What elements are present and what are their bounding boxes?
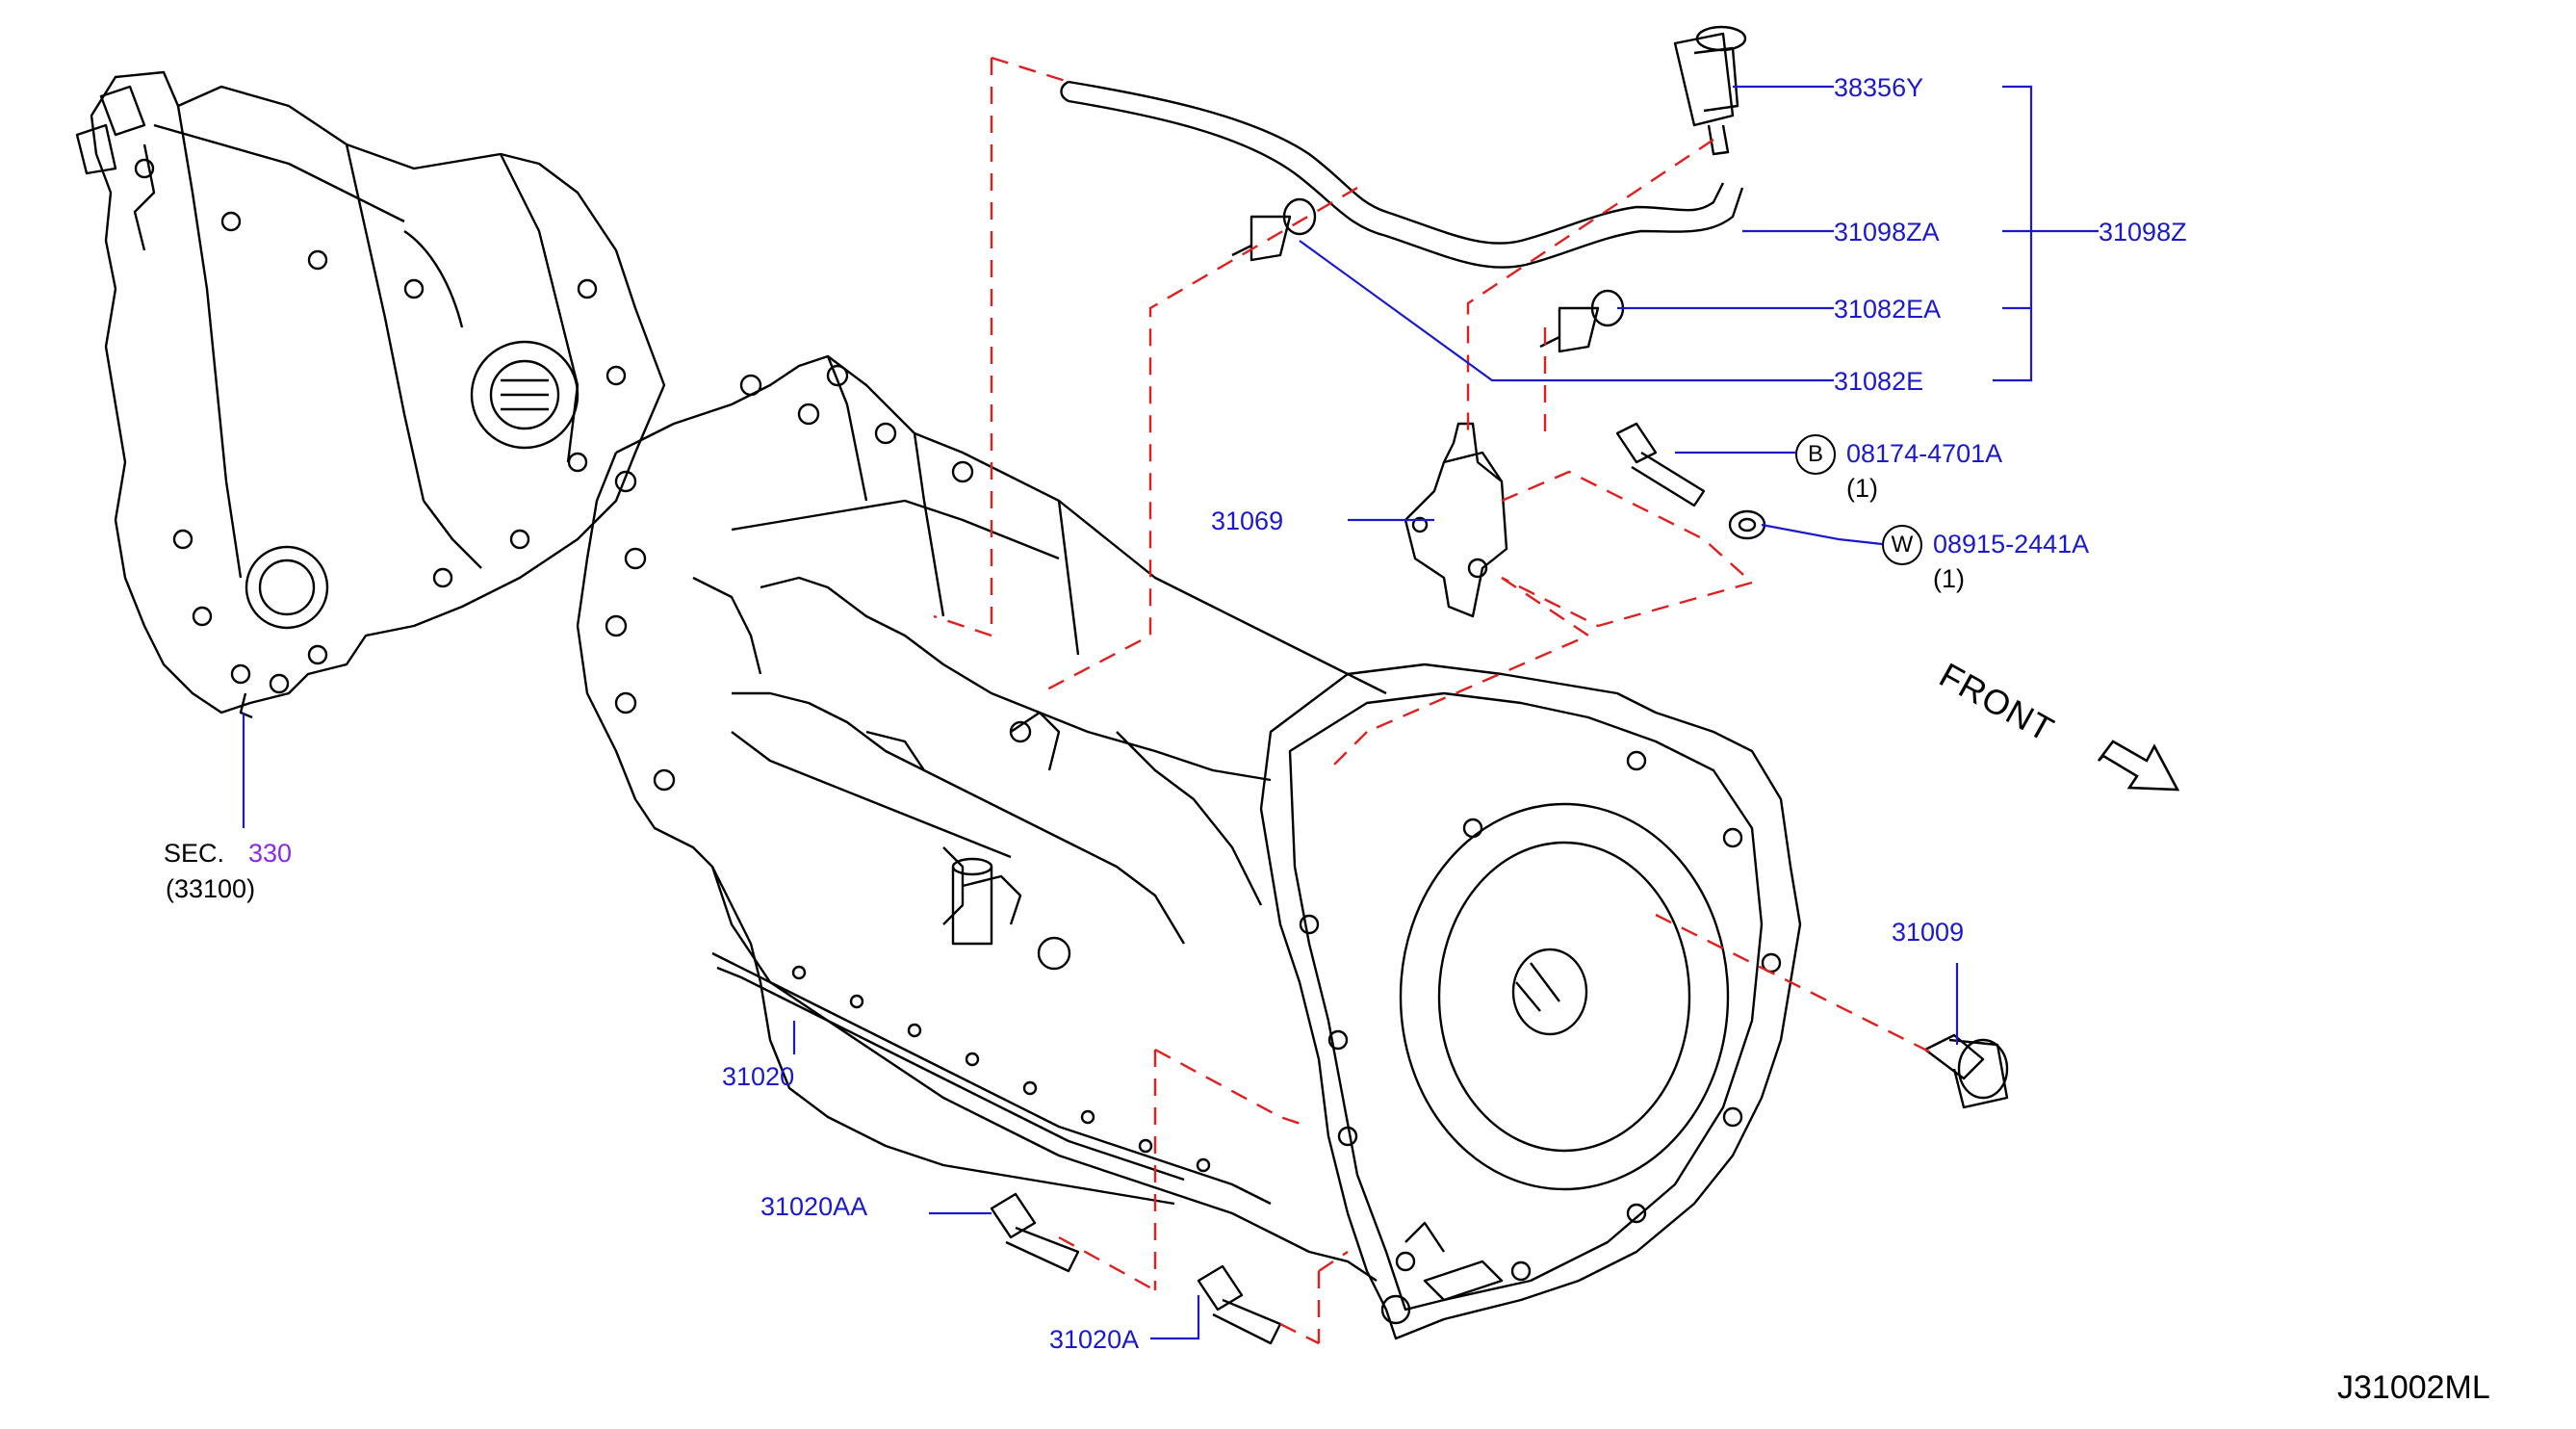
part-label-31020[interactable]: 31020 xyxy=(722,1062,795,1091)
part-qty-08174-4701A: (1) xyxy=(1846,474,1878,503)
section-link-330[interactable]: 330 xyxy=(248,839,293,868)
leader-lines xyxy=(242,85,2099,1340)
part-label-31098ZA[interactable]: 31098ZA xyxy=(1834,218,1940,247)
washer-mark-W: W xyxy=(1882,525,1922,565)
part-qty-08915-2441A: (1) xyxy=(1933,564,1965,593)
bolt-mark-B: B xyxy=(1795,434,1836,475)
part-label-31082EA[interactable]: 31082EA xyxy=(1834,295,1942,324)
transfer-case-drawing xyxy=(75,70,666,719)
section-prefix: SEC. xyxy=(164,839,225,868)
part-label-38356Y[interactable]: 38356Y xyxy=(1834,73,1924,102)
part-label-31098Z[interactable]: 31098Z xyxy=(2099,218,2187,247)
breather-hose-drawing xyxy=(990,25,2009,1345)
section-sub-number: (33100) xyxy=(166,874,256,903)
part-label-31020AA[interactable]: 31020AA xyxy=(760,1192,868,1221)
transmission-drawing xyxy=(576,354,1802,1340)
reference-dashed-lines xyxy=(933,56,1936,1345)
part-label-31009[interactable]: 31009 xyxy=(1892,918,1965,947)
part-label-31020A[interactable]: 31020A xyxy=(1049,1325,1140,1354)
part-label-31069[interactable]: 31069 xyxy=(1211,507,1284,535)
part-label-08915-2441A[interactable]: 08915-2441A xyxy=(1933,530,2090,559)
part-label-31082E[interactable]: 31082E xyxy=(1834,367,1924,396)
front-arrow-icon xyxy=(2097,740,2180,792)
diagram-code: J31002ML xyxy=(2337,1369,2490,1406)
part-label-08174-4701A[interactable]: 08174-4701A xyxy=(1846,439,2003,468)
